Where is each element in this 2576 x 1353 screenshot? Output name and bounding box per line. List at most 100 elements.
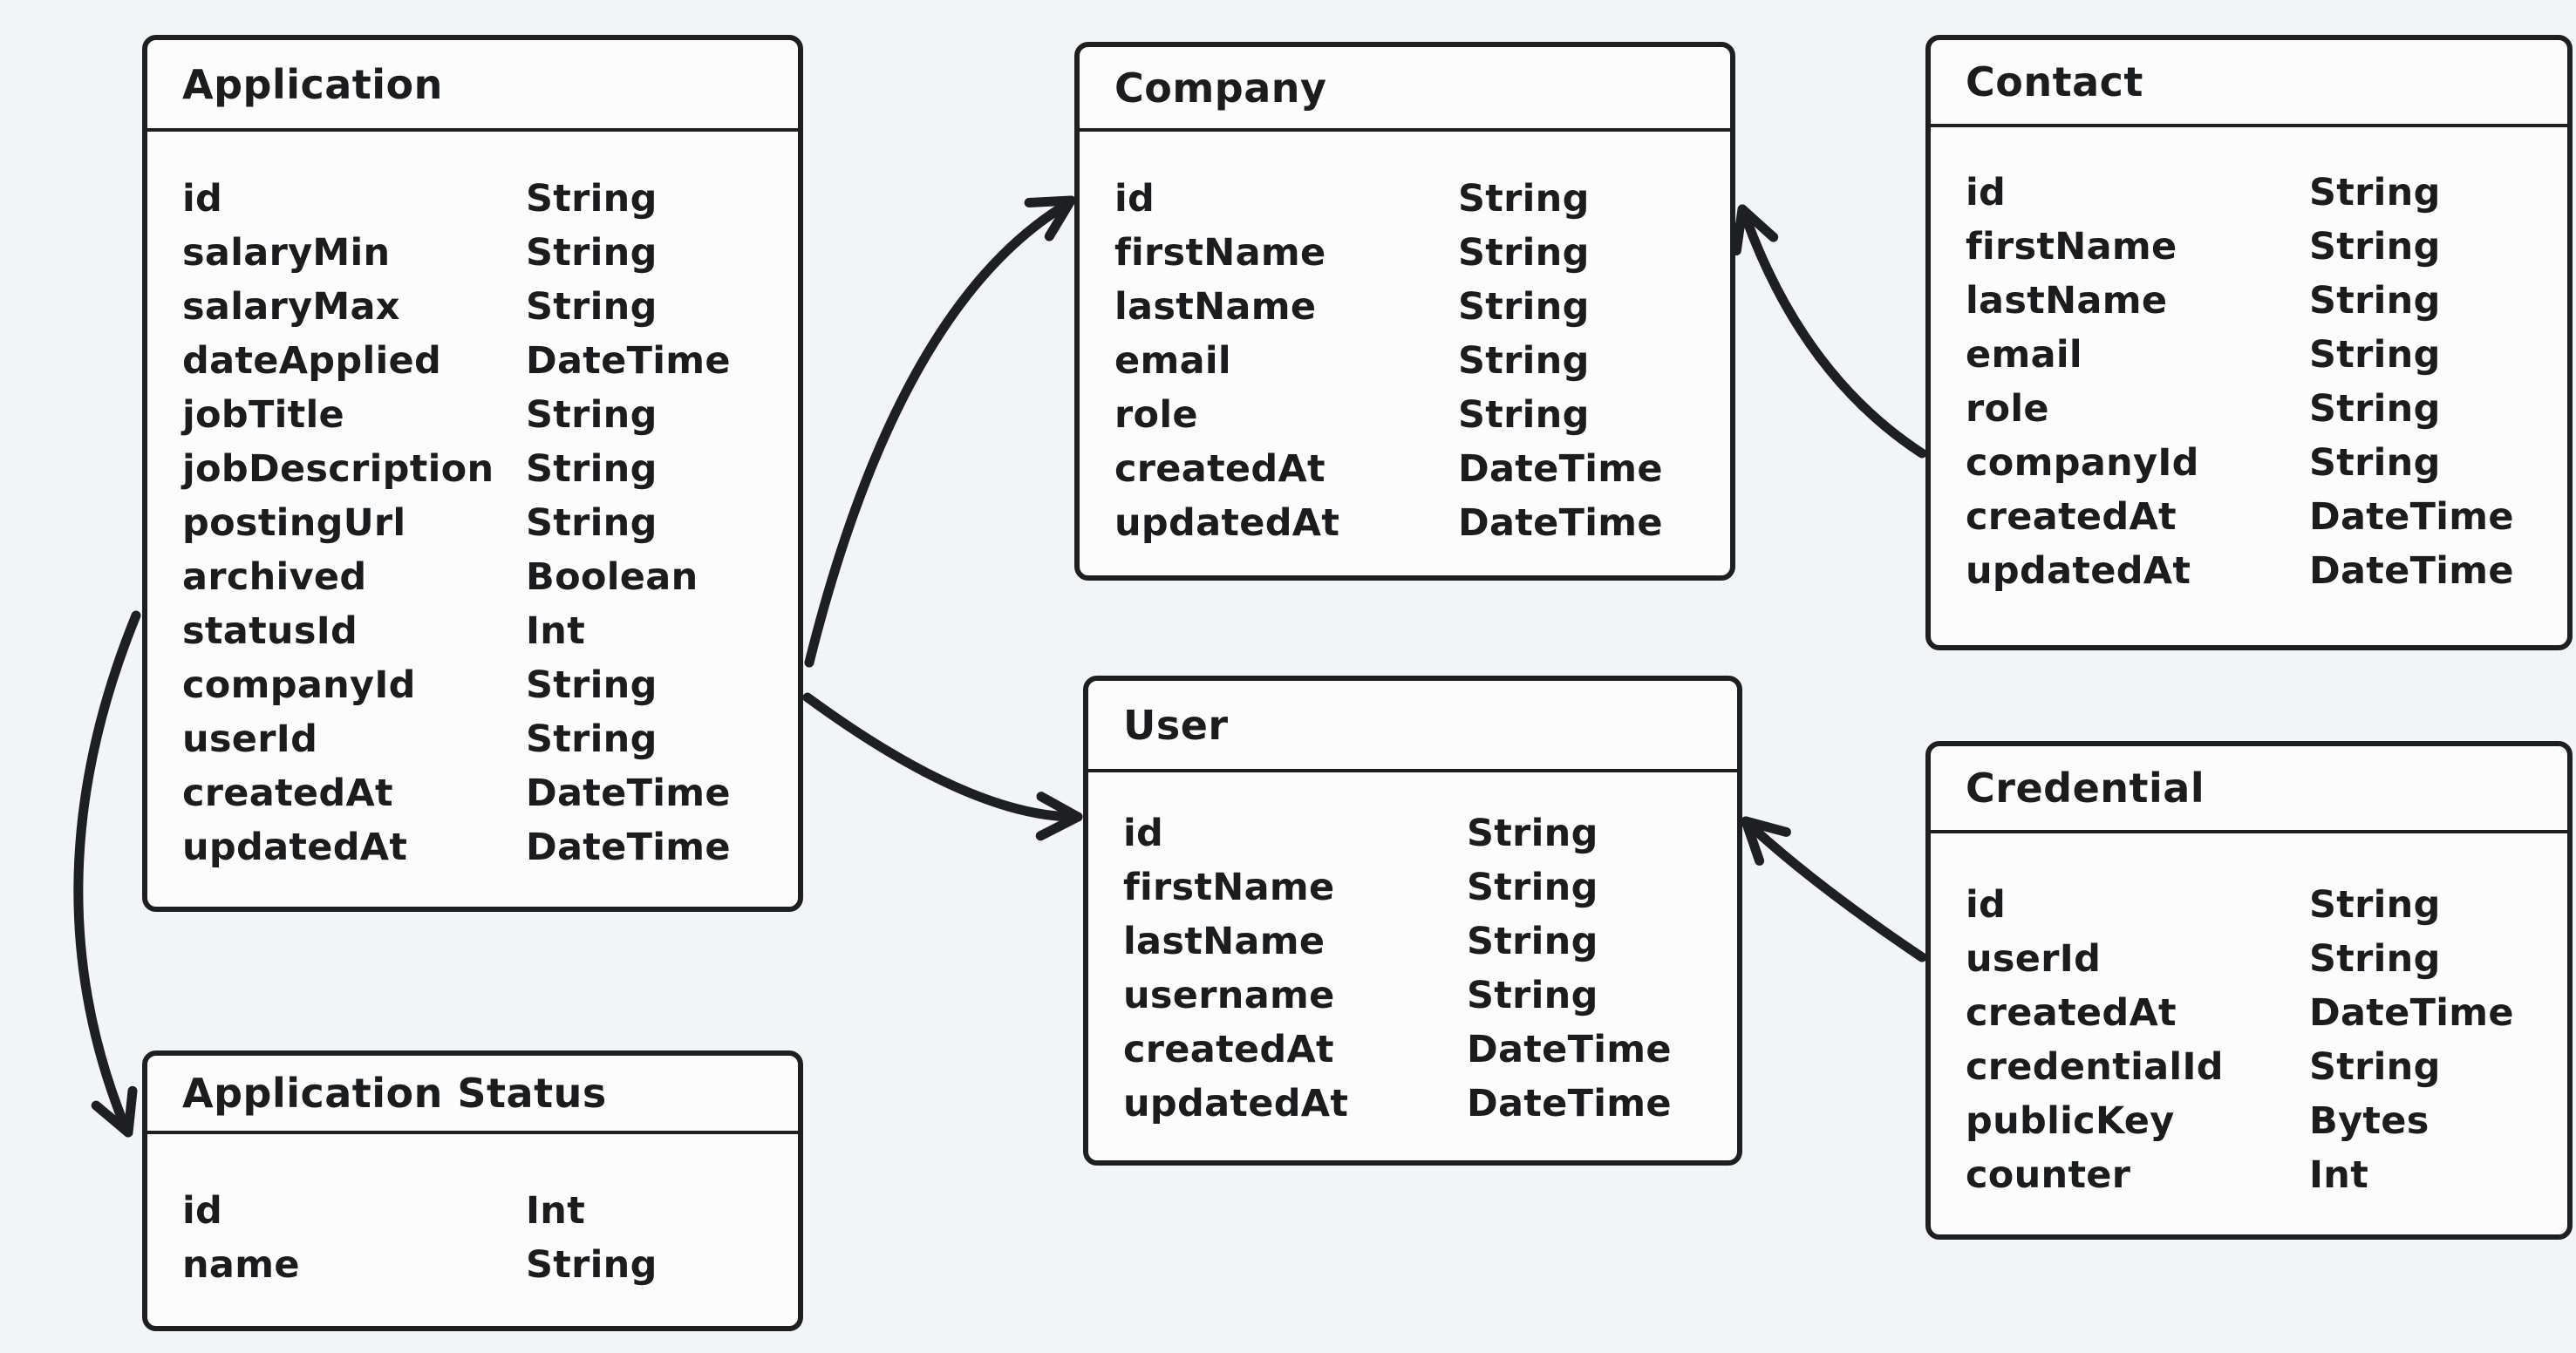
field-type: String (2309, 883, 2441, 927)
field-type: String (526, 501, 658, 545)
field-type: DateTime (1467, 1082, 1672, 1125)
field-name: role (1114, 393, 1198, 437)
field-row: updatedAt DateTime (1080, 496, 1730, 550)
field-name: archived (182, 555, 367, 599)
field-name: jobDescription (182, 447, 494, 491)
field-name: firstName (1123, 866, 1335, 909)
entity-header: Company (1080, 47, 1730, 132)
entity-header: User (1088, 681, 1737, 772)
field-name: lastName (1114, 285, 1317, 329)
field-name: salaryMin (182, 231, 391, 275)
field-row: archived Boolean (147, 550, 798, 604)
field-name: userId (182, 717, 318, 761)
field-type: Boolean (526, 555, 699, 599)
arrow-application-to-application-status (73, 610, 141, 1138)
field-type: String (1458, 285, 1590, 329)
field-row: postingUrl String (147, 496, 798, 550)
entity-title: Application (182, 60, 443, 108)
arrow-shaft (1744, 819, 1927, 962)
field-name: companyId (182, 663, 416, 707)
entity-title: Contact (1966, 58, 2143, 105)
field-name: userId (1966, 937, 2102, 981)
arrowhead (1741, 816, 1791, 837)
field-type: DateTime (1458, 501, 1663, 545)
field-type: String (1458, 177, 1590, 221)
field-type: DateTime (2309, 549, 2514, 593)
field-row: lastName String (1088, 914, 1737, 969)
arrowhead (123, 1085, 138, 1138)
entity-title: Company (1114, 64, 1327, 112)
field-name: role (1966, 387, 2049, 431)
field-type: String (1467, 920, 1598, 963)
field-name: firstName (1966, 225, 2177, 269)
field-type: String (1458, 393, 1590, 437)
field-type: String (1467, 866, 1598, 909)
field-type: String (2309, 225, 2441, 269)
field-name: dateApplied (182, 339, 442, 383)
field-name: createdAt (182, 772, 393, 815)
field-name: updatedAt (1114, 501, 1340, 545)
field-type: DateTime (526, 339, 731, 383)
arrow-contact-to-company (1731, 204, 1927, 459)
field-row: firstName String (1088, 860, 1737, 914)
field-type: String (2309, 387, 2441, 431)
field-name: id (1123, 812, 1164, 855)
field-row: firstName String (1931, 220, 2567, 274)
arrow-shaft (804, 199, 1073, 668)
arrowhead (1044, 195, 1076, 241)
entity-title: User (1123, 701, 1229, 749)
field-name: postingUrl (182, 501, 406, 545)
field-row: id String (1080, 172, 1730, 226)
field-name: updatedAt (182, 826, 408, 869)
field-type: String (526, 663, 658, 707)
field-type: DateTime (1458, 447, 1663, 491)
field-type: String (526, 285, 658, 329)
field-name: name (182, 1243, 300, 1287)
field-name: id (1114, 177, 1155, 221)
field-name: publicKey (1966, 1099, 2175, 1143)
field-name: statusId (182, 609, 358, 653)
field-name: id (182, 177, 223, 221)
entity-header: Credential (1931, 746, 2567, 833)
field-type: Int (526, 1189, 586, 1233)
arrowhead (1741, 816, 1765, 866)
arrowhead (91, 1100, 133, 1138)
arrow-application-to-company (804, 195, 1076, 668)
arrow-shaft (73, 610, 141, 1133)
field-type: String (2309, 441, 2441, 485)
field-name: email (1114, 339, 1231, 383)
field-type: String (526, 177, 658, 221)
entity-title: Application Status (182, 1070, 607, 1117)
arrow-shaft (1739, 207, 1927, 459)
field-name: lastName (1123, 920, 1325, 963)
field-name: firstName (1114, 231, 1326, 275)
field-name: createdAt (1123, 1028, 1334, 1071)
arrowhead (1731, 204, 1748, 255)
arrowhead (1024, 195, 1076, 207)
entity-header: Contact (1931, 40, 2567, 127)
